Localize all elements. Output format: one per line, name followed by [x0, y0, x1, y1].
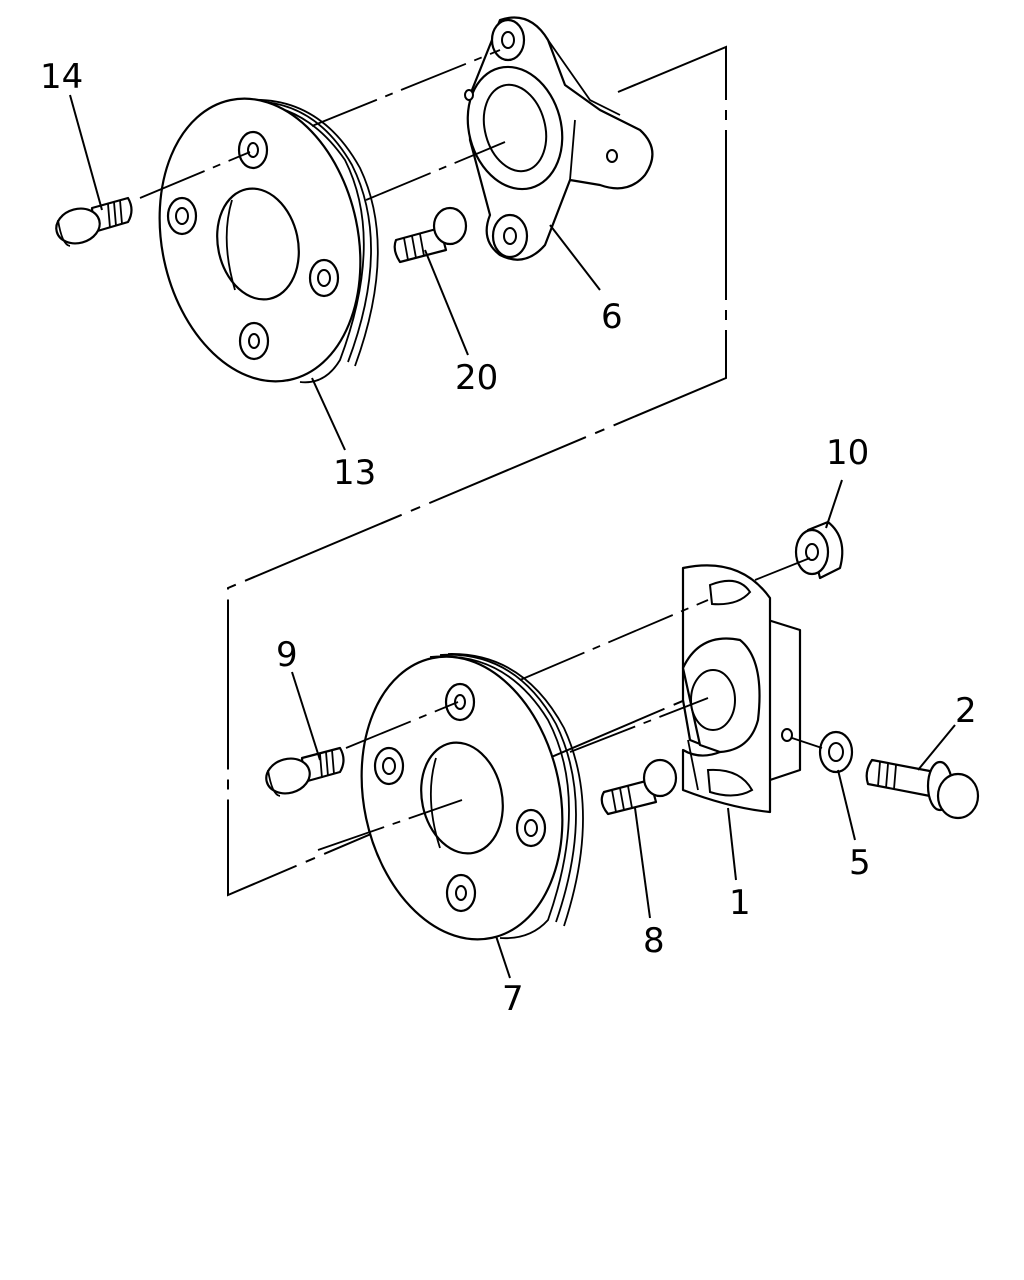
upper-axis-line — [139, 151, 251, 199]
callout-2: 2 — [955, 691, 977, 731]
part-20-bolt[interactable] — [393, 206, 468, 264]
callout-5: 5 — [849, 843, 871, 883]
leader-14 — [69, 94, 103, 211]
leader-13 — [311, 377, 346, 451]
callout-10: 10 — [826, 433, 869, 473]
callout-8: 8 — [643, 921, 665, 961]
callout-6: 6 — [601, 297, 623, 337]
lower-axis-line — [754, 557, 811, 581]
lower-axis-line — [569, 697, 709, 753]
part-1-clamp-block[interactable] — [681, 564, 802, 814]
leader-9 — [291, 671, 321, 761]
part-2-flange-bolt[interactable] — [865, 758, 980, 820]
lower-axis-line — [791, 737, 823, 749]
callout-7: 7 — [502, 979, 524, 1019]
leader-8 — [634, 807, 651, 919]
callout-9: 9 — [276, 635, 298, 675]
leader-7 — [495, 935, 511, 979]
part-7-coupling-disc[interactable] — [336, 638, 587, 959]
part-9-bolt[interactable] — [262, 746, 345, 798]
leader-10 — [825, 479, 843, 529]
callout-13: 13 — [333, 453, 376, 493]
part-8-bolt[interactable] — [600, 758, 678, 816]
leader-5 — [837, 769, 856, 841]
callout-20: 20 — [455, 358, 498, 398]
callout-1: 1 — [729, 883, 751, 923]
part-13-coupling-disc[interactable] — [134, 80, 385, 401]
lower-axis-line — [519, 599, 709, 681]
lower-axis-line — [317, 799, 463, 851]
lower-axis-line — [345, 701, 459, 749]
upper-axis-line — [365, 141, 506, 201]
part-6-bracket[interactable] — [455, 16, 654, 261]
leader-1 — [727, 807, 737, 881]
part-14-bolt[interactable] — [52, 196, 133, 248]
leader-20 — [424, 249, 469, 356]
callout-14: 14 — [40, 57, 83, 97]
assembly-frame-line — [227, 45, 761, 897]
part-5-washer[interactable] — [818, 730, 854, 774]
part-10-nut[interactable] — [794, 520, 844, 580]
upper-axis-line — [311, 49, 501, 127]
leader-6 — [549, 224, 601, 291]
leader-2 — [917, 724, 956, 771]
